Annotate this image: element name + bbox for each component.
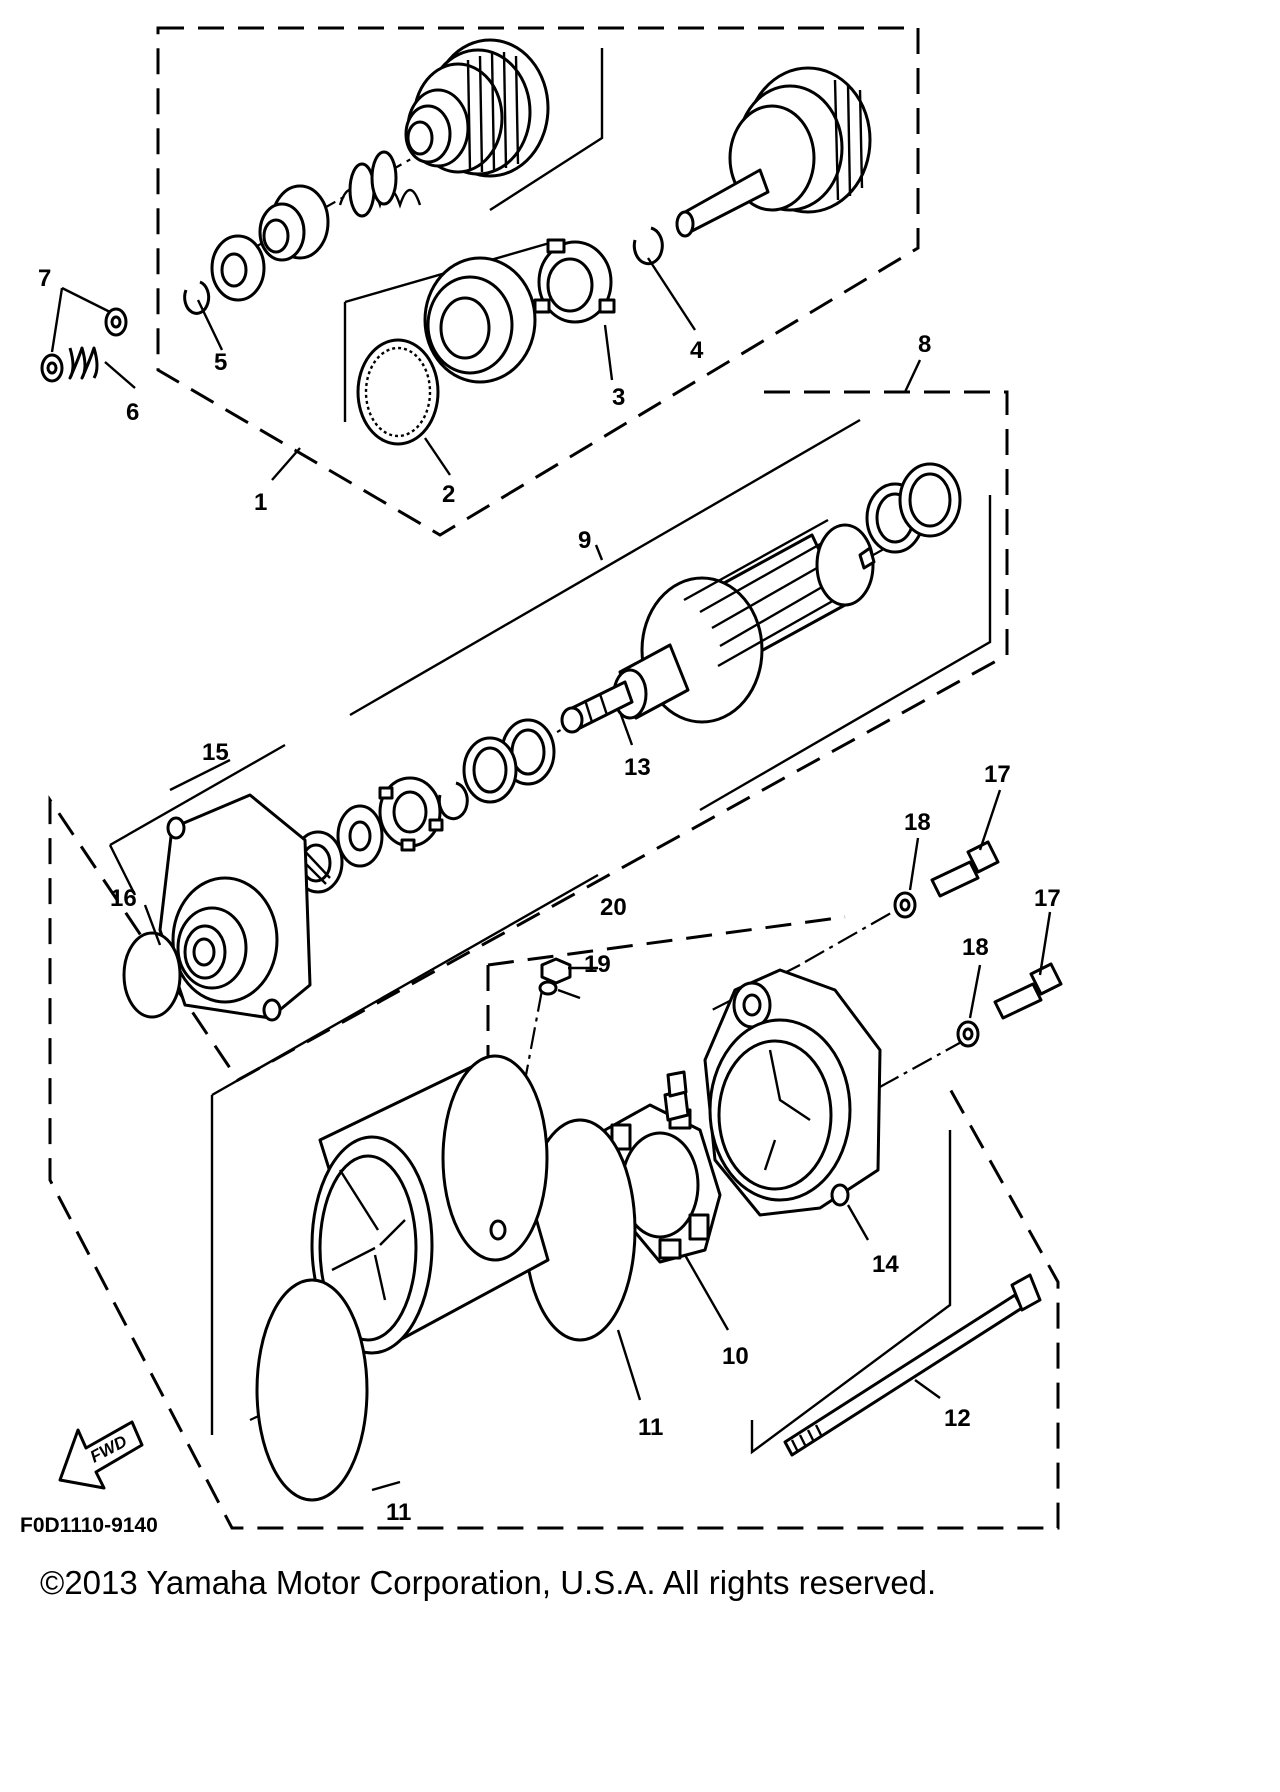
callout-3: 3 <box>612 384 625 411</box>
callout-6: 6 <box>126 399 139 426</box>
fwd-arrow-icon: FWD <box>58 1420 144 1490</box>
callout-11-front: 11 <box>386 1499 411 1526</box>
callout-5: 5 <box>214 349 227 376</box>
callout-14: 14 <box>872 1251 899 1278</box>
callout-19: 19 <box>584 951 611 978</box>
spring-6-washers-7 <box>40 307 128 383</box>
armature-9 <box>560 518 876 734</box>
callout-7: 7 <box>38 265 51 292</box>
bracket-through-bolt <box>750 1130 952 1455</box>
callout-16: 16 <box>110 885 137 912</box>
callout-13: 13 <box>624 754 651 781</box>
callout-18-upper: 18 <box>904 809 931 836</box>
callout-15: 15 <box>202 739 229 766</box>
drawing-code: F0D1110-9140 <box>20 1514 158 1537</box>
callout-4: 4 <box>690 337 704 364</box>
group-1-boundary <box>156 26 920 537</box>
copyright-notice: ©2013 Yamaha Motor Corporation, U.S.A. A… <box>40 1564 937 1601</box>
callout-18-lower: 18 <box>962 934 989 961</box>
bolt-17-upper <box>930 840 1000 898</box>
bracket-armature-right <box>699 495 992 812</box>
circlip-5 <box>183 280 211 315</box>
rear-cover-14 <box>703 968 882 1217</box>
callout-8: 8 <box>918 331 931 358</box>
callout-11-rear: 11 <box>638 1414 663 1441</box>
callout-1: 1 <box>254 489 267 516</box>
cap-16 <box>122 931 182 1019</box>
callout-17-upper: 17 <box>984 761 1011 788</box>
callout-17-lower: 17 <box>1034 885 1061 912</box>
callout-10: 10 <box>722 1343 749 1370</box>
o-ring-2 <box>356 338 440 446</box>
group-8-boundary <box>48 390 1060 1530</box>
callout-9: 9 <box>578 527 591 554</box>
bracket-yoke <box>210 873 599 1435</box>
bolt-17-lower <box>993 962 1063 1020</box>
lock-washer-19 <box>538 980 558 996</box>
nut-20 <box>540 957 572 985</box>
callout-12: 12 <box>944 1405 971 1432</box>
o-ring-11-front <box>255 1278 369 1502</box>
bracket-end-cover <box>108 743 286 896</box>
bearing-retainer-3 <box>533 238 616 324</box>
bracket-armature-washers <box>349 418 861 717</box>
axis-bolt-lower <box>859 1039 966 1099</box>
callout-2: 2 <box>442 481 455 508</box>
clutch-assembly <box>183 38 872 446</box>
snap-ring-4 <box>632 226 664 266</box>
callout-20: 20 <box>600 894 627 921</box>
bracket-clutch <box>489 48 604 212</box>
front-cover-15 <box>158 793 312 1022</box>
lock-washer <box>378 776 444 852</box>
leader-lines <box>50 257 1052 1492</box>
through-bolt-12 <box>783 1273 1042 1457</box>
